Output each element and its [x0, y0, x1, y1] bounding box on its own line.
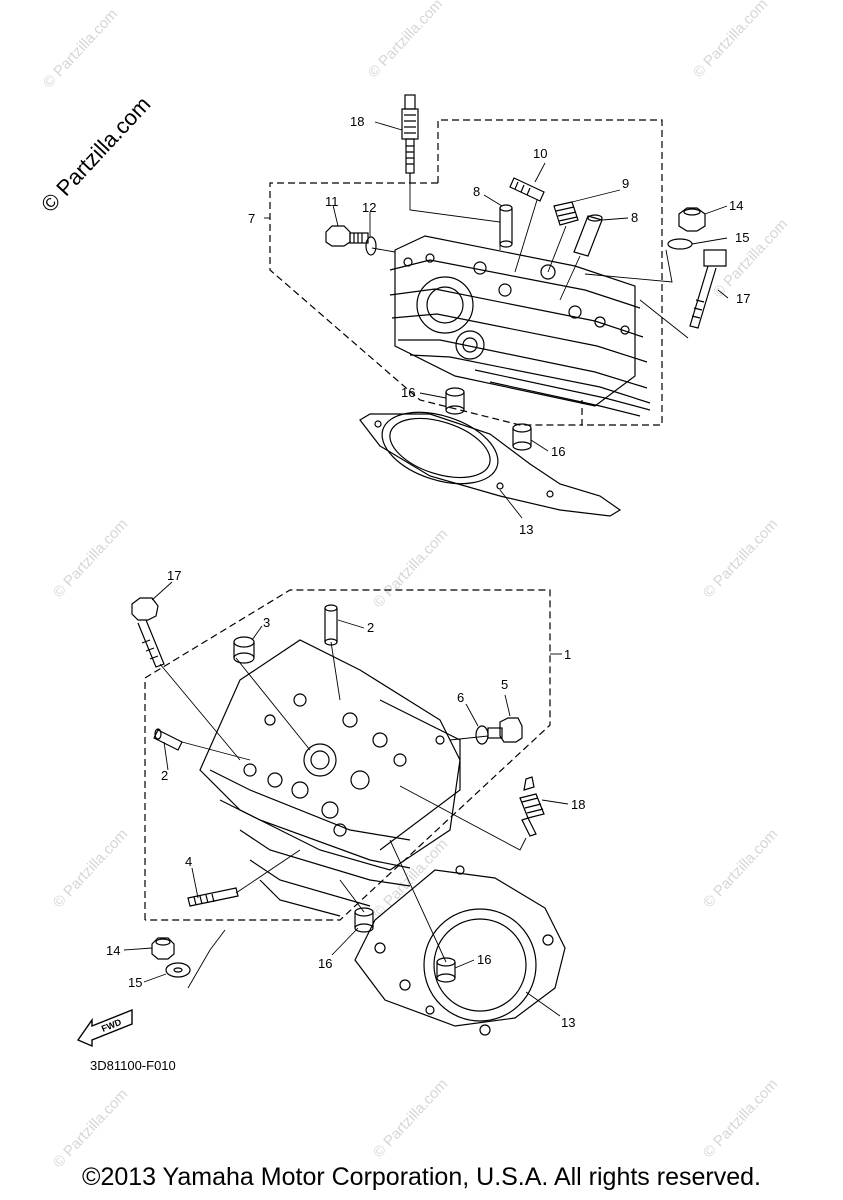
nut: [678, 207, 706, 232]
washer: [165, 962, 191, 978]
callout-number: 16: [401, 385, 415, 400]
fwd-label: FWD: [100, 1017, 123, 1034]
callout-number: 5: [501, 677, 508, 692]
guide-pin: [573, 214, 603, 257]
callout-number: 8: [473, 184, 480, 199]
washer: [475, 725, 489, 745]
callout-number: 13: [519, 522, 533, 537]
callout-number: 16: [477, 952, 491, 967]
upper-assembly-boundary: [437, 119, 663, 426]
callout-number: 1: [564, 647, 571, 662]
callout-number: 17: [167, 568, 181, 583]
spark-plug: [519, 776, 545, 837]
dowel-pin: [436, 957, 456, 983]
plug: [233, 636, 255, 664]
leader-lines: [123, 581, 569, 1017]
callout-number: 15: [735, 230, 749, 245]
copyright-notice: ©2013 Yamaha Motor Corporation, U.S.A. A…: [82, 1163, 761, 1191]
callout-number: 13: [561, 1015, 575, 1030]
nut: [151, 937, 175, 960]
lower-cylinder-head: [199, 639, 461, 917]
cylinder-head-gasket: [359, 411, 622, 517]
forward-direction-arrow: [76, 1008, 133, 1048]
callout-number: 16: [318, 956, 332, 971]
callout-number: 9: [622, 176, 629, 191]
bolt: [487, 717, 523, 743]
callout-number: 10: [533, 146, 547, 161]
upper-cylinder-head-assembly: [264, 94, 729, 519]
stud-bolt: [187, 887, 239, 907]
callout-number: 12: [362, 200, 376, 215]
guide-pin: [499, 204, 513, 248]
lower-callouts: 17 3 2 1 6 5 2 18 4 16 16 14 15 13: [106, 568, 585, 1030]
callout-number: 11: [325, 194, 339, 209]
callout-number: 2: [161, 768, 168, 783]
lower-cylinder-head-assembly: [76, 581, 569, 1048]
callout-number: 18: [571, 797, 585, 812]
guide-pin: [153, 728, 183, 751]
callout-number: 17: [736, 291, 750, 306]
dowel-pin: [512, 423, 532, 451]
washer: [365, 236, 377, 256]
long-bolt: [689, 249, 727, 329]
callout-number: 8: [631, 210, 638, 225]
washer: [667, 238, 693, 250]
upper-cylinder-head: [389, 235, 651, 417]
callout-number: 16: [551, 444, 565, 459]
spark-plug: [401, 94, 419, 183]
callout-number: 4: [185, 854, 192, 869]
lower-assembly-boundary: [144, 589, 551, 921]
callout-number: 3: [263, 615, 270, 630]
guide-pin: [324, 604, 338, 646]
callout-number: 6: [457, 690, 464, 705]
long-bolt: [131, 597, 165, 668]
leader-lines: [264, 121, 729, 519]
callout-number: 14: [106, 943, 120, 958]
cylinder-head-gasket: [354, 865, 566, 1036]
diagram-code: 3D81100-F010: [90, 1058, 176, 1073]
callout-number: 7: [248, 211, 255, 226]
callout-number: 18: [350, 114, 364, 129]
stud-bolt: [509, 177, 545, 202]
callout-number: 2: [367, 620, 374, 635]
dowel-pin: [445, 387, 465, 415]
callout-number: 15: [128, 975, 142, 990]
callout-number: 14: [729, 198, 743, 213]
upper-callouts: 18 10 9 8 8 7 11 12 14 15 17 16 16 13: [248, 114, 750, 537]
plug: [553, 201, 579, 226]
bolt: [325, 225, 369, 247]
